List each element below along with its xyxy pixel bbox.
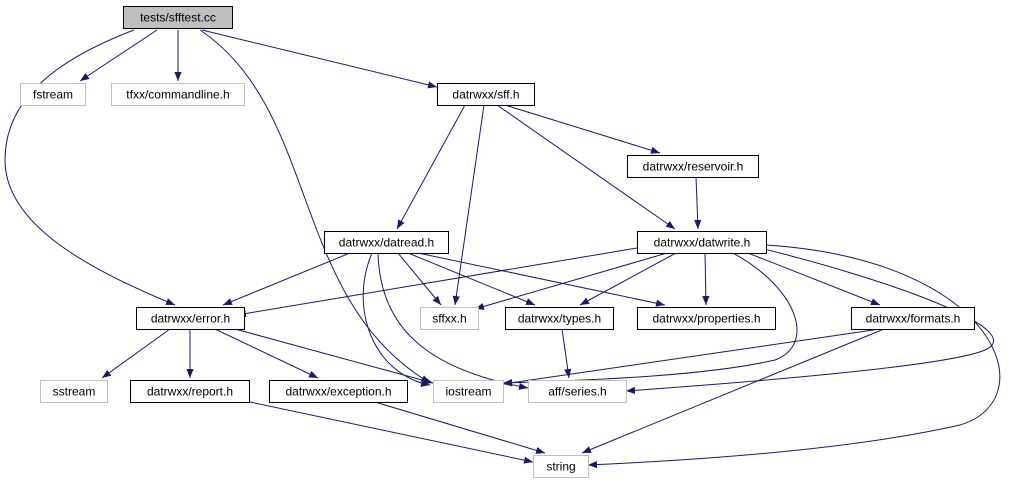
edge-datread-to-error: [222, 252, 351, 306]
node-box: [269, 380, 408, 403]
edge-types-to-series: [561, 328, 572, 379]
node-label: tests/sfftest.cc: [140, 11, 216, 25]
edge-datread-to-iostream: [362, 252, 431, 387]
node-report[interactable]: datrwxx/report.h: [130, 380, 250, 403]
node-label: sstream: [53, 385, 96, 399]
edge-error-to-sstream: [101, 328, 171, 379]
node-label: sffxx.h: [432, 312, 466, 326]
node-exception[interactable]: datrwxx/exception.h: [269, 380, 408, 403]
node-label: datrwxx/properties.h: [652, 312, 760, 326]
node-label: datrwxx/sff.h: [452, 88, 519, 102]
edge-reservoir-to-datwrite: [694, 176, 702, 230]
node-datwrite[interactable]: datrwxx/datwrite.h: [637, 231, 767, 254]
edge-sff-to-sffxx: [452, 104, 485, 306]
node-box: [533, 455, 589, 478]
node-box: [324, 231, 449, 254]
edge-sff-to-datwrite: [496, 104, 676, 230]
node-box: [433, 380, 504, 403]
node-properties[interactable]: datrwxx/properties.h: [637, 307, 776, 330]
edge-exception-to-string: [374, 401, 546, 454]
node-iostream: iostream: [433, 380, 504, 403]
edge-sfftest-to-error: [4, 29, 176, 306]
node-label: string: [546, 460, 575, 474]
node-box: [420, 307, 479, 330]
node-commandline: tfxx/commandline.h: [111, 83, 245, 106]
edge-datwrite-to-types: [579, 252, 677, 306]
edge-datwrite-to-series: [625, 247, 994, 394]
node-box: [505, 307, 614, 330]
node-label: fstream: [33, 88, 73, 102]
node-series: aff/series.h: [528, 380, 627, 403]
node-label: datrwxx/types.h: [518, 312, 601, 326]
edge-sfftest-to-fstream: [79, 29, 158, 82]
node-box: [627, 155, 759, 178]
node-label: datrwxx/exception.h: [285, 385, 391, 399]
edge-datwrite-to-sffxx: [474, 252, 668, 310]
edge-report-to-string: [249, 401, 534, 464]
edge-sff-to-datread: [396, 104, 466, 230]
node-box: [20, 83, 86, 106]
node-box: [637, 307, 776, 330]
node-box: [136, 307, 245, 330]
node-box: [123, 6, 233, 29]
node-box: [111, 83, 245, 106]
node-sff[interactable]: datrwxx/sff.h: [437, 83, 535, 106]
node-sffxx: sffxx.h: [420, 307, 479, 330]
edge-datwrite-to-properties: [702, 252, 710, 306]
edge-error-to-exception: [214, 328, 319, 379]
edge-datwrite-to-formats: [747, 252, 881, 306]
edge-datwrite-to-string: [587, 244, 1001, 469]
node-formats[interactable]: datrwxx/formats.h: [851, 307, 975, 330]
node-label: datrwxx/reservoir.h: [643, 160, 744, 174]
node-label: datrwxx/report.h: [147, 385, 233, 399]
node-label: aff/series.h: [548, 385, 606, 399]
node-label: iostream: [445, 385, 491, 399]
node-box: [130, 380, 250, 403]
edge-sff-to-reservoir: [504, 104, 661, 154]
node-box: [637, 231, 767, 254]
edge-datwrite-to-iostream: [502, 252, 798, 387]
edge-formats-to-iostream: [502, 328, 881, 387]
node-datread[interactable]: datrwxx/datread.h: [324, 231, 449, 254]
node-box: [851, 307, 975, 330]
edge-datread-to-sffxx: [397, 252, 442, 306]
node-label: tfxx/commandline.h: [126, 88, 229, 102]
edge-error-to-iostream: [234, 328, 434, 385]
node-error[interactable]: datrwxx/error.h: [136, 307, 245, 330]
edge-datwrite-to-error: [236, 247, 638, 318]
edge-datread-to-properties: [417, 252, 666, 307]
node-label: datrwxx/error.h: [151, 312, 230, 326]
node-string: string: [533, 455, 589, 478]
node-reservoir[interactable]: datrwxx/reservoir.h: [627, 155, 759, 178]
node-sfftest[interactable]: tests/sfftest.cc: [123, 6, 233, 29]
edge-datread-to-types: [407, 252, 536, 306]
node-label: datrwxx/datread.h: [339, 236, 434, 250]
edge-formats-to-string: [581, 328, 885, 454]
node-label: datrwxx/formats.h: [866, 312, 961, 326]
node-box: [40, 380, 108, 403]
node-box: [437, 83, 535, 106]
edge-sfftest-to-iostream: [199, 29, 431, 384]
node-sstream: sstream: [40, 380, 108, 403]
node-types[interactable]: datrwxx/types.h: [505, 307, 614, 330]
node-label: datrwxx/datwrite.h: [654, 236, 751, 250]
node-fstream: fstream: [20, 83, 86, 106]
edge-sfftest-to-sff: [201, 29, 438, 89]
node-box: [528, 380, 627, 403]
